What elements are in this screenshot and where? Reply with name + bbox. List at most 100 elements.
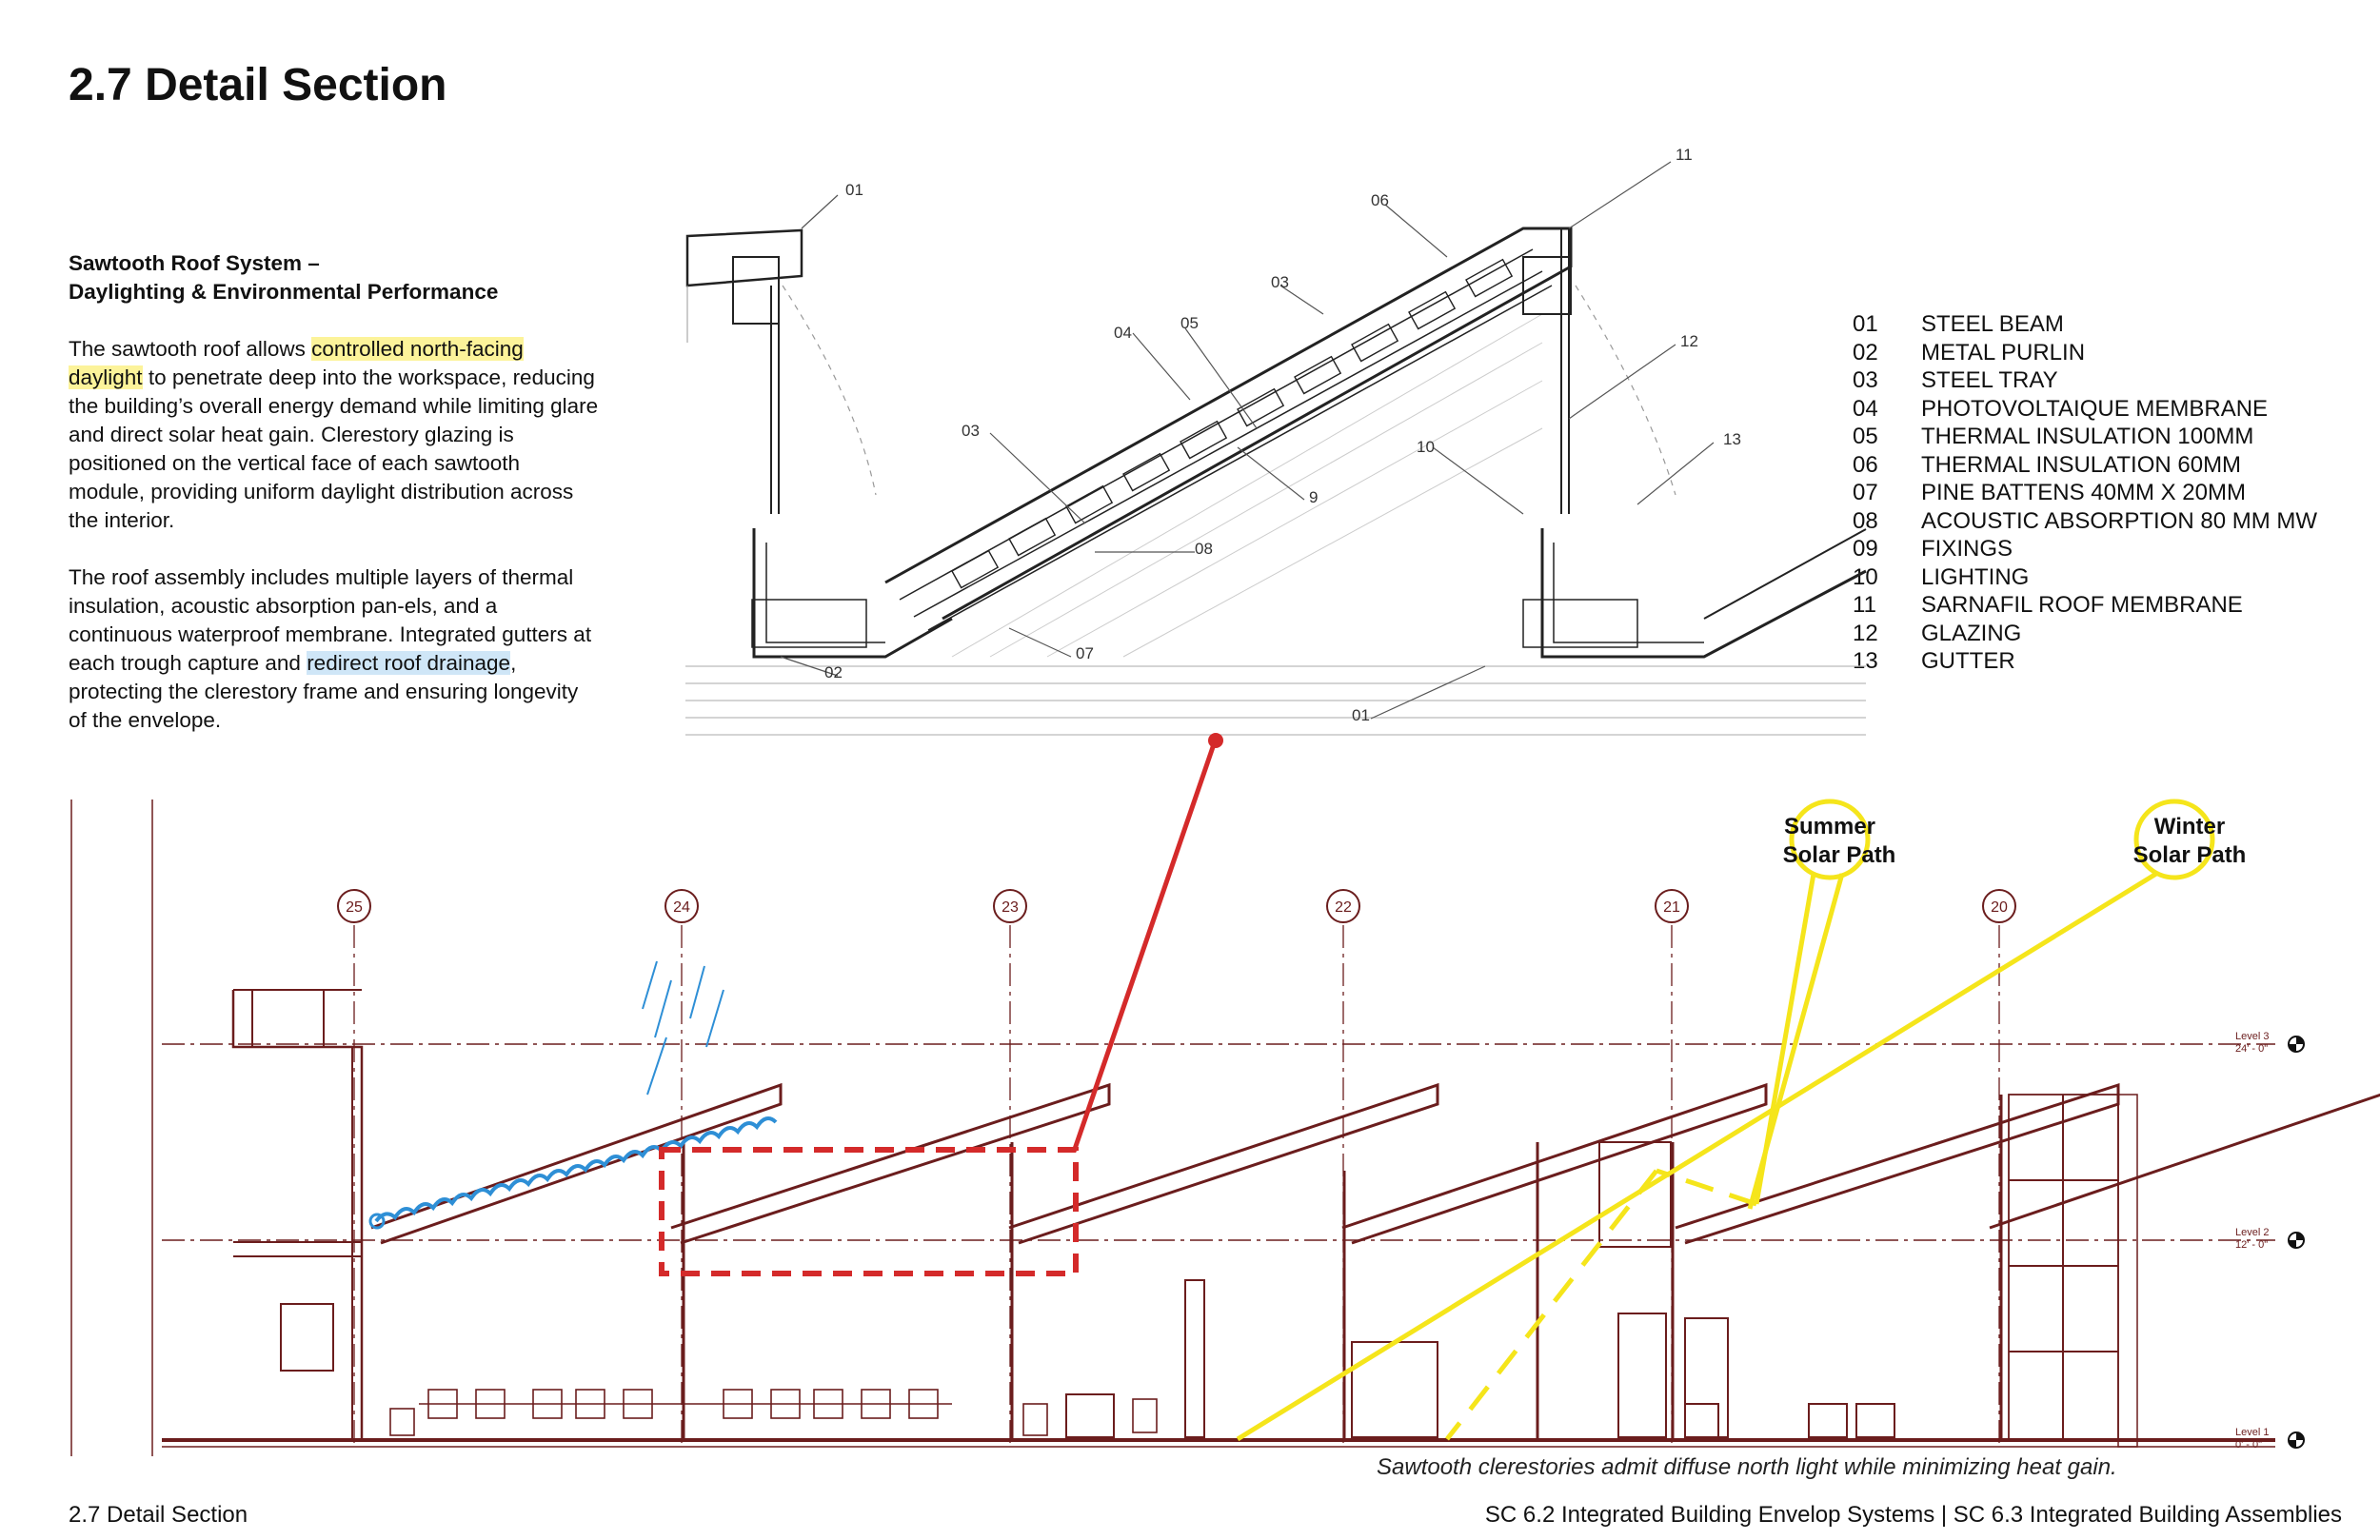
legend-number: 04: [1853, 395, 1878, 422]
level-elevation: 12' - 0": [2235, 1239, 2268, 1251]
grid-bubble: [993, 889, 1027, 923]
detail-callout: 13: [1723, 430, 1741, 448]
legend-label: PINE BATTENS 40MM X 20MM: [1921, 480, 2246, 505]
rain-icon: [642, 960, 724, 1096]
detail-marker: [659, 733, 1223, 1276]
level-name: Level 3: [2235, 1031, 2269, 1042]
legend-label: GLAZING: [1921, 620, 2022, 646]
legend-number: 06: [1853, 451, 1878, 478]
highlight-daylight-2: daylight: [69, 365, 143, 389]
footer-left: 2.7 Detail Section: [69, 1502, 248, 1528]
summer-label-1: Summer: [1784, 814, 1875, 839]
legend-number: 07: [1853, 480, 1878, 505]
legend-row: 07 PINE BATTENS 40MM X 20MM: [1853, 479, 2317, 507]
grid-bubble: [664, 889, 699, 923]
pv-panel: [368, 960, 778, 1230]
detail-callout: 06: [1371, 191, 1389, 209]
legend-label: PHOTOVOLTAIQUE MEMBRANE: [1921, 395, 2269, 422]
grid-bubble: [1982, 889, 2016, 923]
detail-callout-labels: 01 11 06 03 04 05 12 03 13 10 9 08 02 07 01: [824, 146, 1741, 724]
level-markers: Level 324' - 0" Level 212' - 0" Level 10' …: [2235, 1031, 2305, 1451]
legend-number: 02: [1853, 339, 1878, 365]
legend-row: 12 GLAZING: [1853, 620, 2317, 648]
p2-text-a: The roof assembly includes multiple laye…: [69, 565, 592, 675]
grid-bubble-label: 20: [1991, 899, 2008, 916]
solar-paths: [1236, 799, 2215, 1442]
detail-callout: 08: [1195, 540, 1213, 558]
legend-number: 09: [1853, 536, 1878, 562]
grid-bubble-label: 24: [673, 899, 690, 916]
legend-row: 01 STEEL BEAM: [1853, 310, 2317, 339]
legend-label: THERMAL INSULATION 100MM: [1921, 424, 2254, 449]
legend-label: SARNAFIL ROOF MEMBRANE: [1921, 592, 2243, 618]
grid-bubble-label: 23: [1002, 899, 1019, 916]
section-caption: Sawtooth clerestories admit diffuse nort…: [1377, 1454, 2117, 1480]
legend-label: THERMAL INSULATION 60MM: [1921, 451, 2242, 478]
detail-callout: 07: [1076, 644, 1094, 662]
highlight-drainage: redirect roof drainage: [307, 651, 511, 675]
summer-label-2: Solar Path: [1783, 842, 1896, 868]
legend-number: 01: [1853, 311, 1878, 337]
p2-text-b: , protecting the clerestory frame and en…: [69, 651, 579, 732]
grid-bubble: [337, 889, 371, 923]
roof-detail-drawing: [685, 161, 1867, 736]
legend-number: 11: [1853, 592, 1876, 618]
winter-label-1: Winter: [2154, 814, 2225, 839]
grid-bubble-label: 25: [346, 899, 363, 916]
intro-text: Sawtooth Roof System – Daylighting & Env…: [69, 249, 602, 763]
level-elevation: 24' - 0": [2235, 1043, 2268, 1055]
p1-text-b: to penetrate deep into the workspace, re…: [69, 365, 599, 532]
detail-callout: 11: [1676, 146, 1693, 164]
legend-row: 06 THERMAL INSULATION 60MM: [1853, 451, 2317, 480]
intro-subheading: Sawtooth Roof System – Daylighting & Env…: [69, 249, 602, 306]
intro-paragraph-1: The sawtooth roof allows controlled nort…: [69, 335, 602, 535]
building-section: [70, 800, 2380, 1456]
detail-callout: 03: [1271, 273, 1289, 291]
grid-bubble-label: 21: [1663, 899, 1680, 916]
detail-callout: 05: [1180, 314, 1199, 332]
detail-callout: 01: [1352, 706, 1370, 724]
legend-row: 04 PHOTOVOLTAIQUE MEMBRANE: [1853, 395, 2317, 424]
level-datum-fill: [2289, 1432, 2304, 1448]
detail-callout: 9: [1309, 488, 1318, 506]
legend-row: 11 SARNAFIL ROOF MEMBRANE: [1853, 591, 2317, 620]
level-name: Level 1: [2235, 1427, 2269, 1438]
grid-bubbles: 25 24 23 22 21 20: [337, 889, 2016, 923]
legend-row: 09 FIXINGS: [1853, 535, 2317, 563]
legend-row: 13 GUTTER: [1853, 647, 2317, 676]
level-name: Level 2: [2235, 1227, 2269, 1238]
legend-row: 03 STEEL TRAY: [1853, 366, 2317, 395]
grid-bubble: [1655, 889, 1689, 923]
legend-number: 05: [1853, 424, 1878, 449]
legend-label: GUTTER: [1921, 648, 2015, 674]
legend-row: 05 THERMAL INSULATION 100MM: [1853, 423, 2317, 451]
page-title: 2.7 Detail Section: [69, 60, 447, 110]
legend-label: ACOUSTIC ABSORPTION 80 MM MW: [1921, 507, 2318, 534]
legend-number: 12: [1853, 620, 1878, 646]
detail-callout: 03: [962, 422, 980, 440]
detail-callout: 04: [1114, 324, 1132, 342]
detail-callout: 12: [1680, 332, 1698, 350]
legend-label: METAL PURLIN: [1921, 339, 2086, 365]
legend-number: 03: [1853, 367, 1878, 393]
level-datum-fill: [2289, 1233, 2304, 1248]
legend-label: STEEL BEAM: [1921, 311, 2064, 337]
legend-number: 13: [1853, 648, 1878, 674]
p1-text-a: The sawtooth roof allows: [69, 337, 312, 361]
detail-callout: 01: [845, 181, 863, 199]
highlight-daylight-1: controlled north-facing: [311, 337, 524, 361]
grid-bubble-label: 22: [1335, 899, 1352, 916]
legend-label: STEEL TRAY: [1921, 367, 2058, 393]
detail-callout: 02: [824, 663, 843, 681]
subheading-line-1: Sawtooth Roof System –: [69, 251, 320, 275]
subheading-line-2: Daylighting & Environmental Performance: [69, 280, 499, 304]
detail-callout: 10: [1417, 438, 1435, 456]
legend-label: FIXINGS: [1921, 536, 2013, 562]
winter-label-2: Solar Path: [2133, 842, 2247, 868]
solar-labels: Summer Solar Path Winter Solar Path: [1783, 814, 2247, 868]
level-elevation: 0' - 0": [2235, 1439, 2262, 1451]
